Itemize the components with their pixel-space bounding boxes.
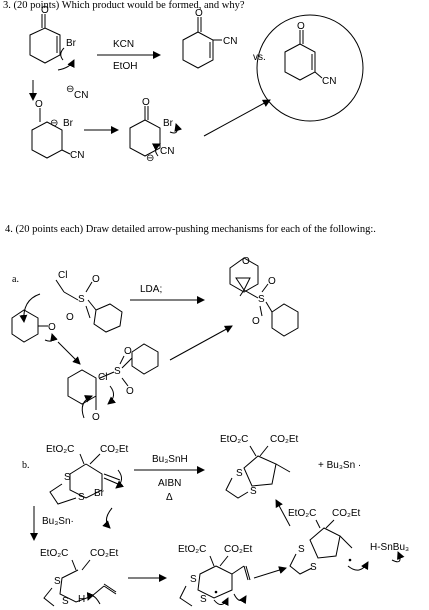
q4b-reagent-aibn: AIBN xyxy=(158,478,181,489)
q4a-sm-o2: O xyxy=(66,312,74,323)
q4b-sm-bromine: Br xyxy=(94,488,105,499)
q4b-arrow-up xyxy=(275,499,291,527)
q4a-int-o1: O xyxy=(124,346,132,357)
q4a-lda-arrow: LDA; xyxy=(130,284,205,304)
q4a-sm-chlorine: Cl xyxy=(58,270,67,281)
q4a-int-chlorine: Cl xyxy=(98,372,107,383)
q4b-sm-s1: S xyxy=(64,472,71,483)
q4a-label: a. xyxy=(12,274,19,285)
q3-sm-oxygen: O xyxy=(41,5,49,16)
q4a-alkoxide-intermediate: Cl S O O O xyxy=(67,343,159,423)
q4a-prod-o2: O xyxy=(252,316,260,327)
q4a-arrow-to-product xyxy=(169,325,233,361)
q3-int2-oxygen: O xyxy=(142,97,150,108)
q4b-starting-material: EtO₂C CO₂Et S S Br xyxy=(46,444,129,505)
q3-enolate-intermediate: O Br ⊖ CN xyxy=(129,97,183,164)
q4a-prod-o1: O xyxy=(268,276,276,287)
q4b-int-s2: S xyxy=(62,596,69,607)
q4b-rad-s2: S xyxy=(310,562,317,573)
q3-product-a: O CN xyxy=(182,8,237,69)
q4b-arrow-4 xyxy=(253,566,287,579)
q3-vs-label: vs. xyxy=(253,52,266,63)
q3-int1-nitrile: CN xyxy=(70,150,84,161)
q4b-int-ester-left: EtO₂C xyxy=(40,548,68,559)
q4b-reagent-bu3snh: Bu₃SnH xyxy=(152,454,188,465)
q4b-alk-s2: S xyxy=(200,594,207,605)
q4b-hydride: H-SnBu₃ xyxy=(370,542,409,553)
q4b-rad-ester-right: CO₂Et xyxy=(332,508,361,519)
question-4-heading: 4. (20 points each) Draw detailed arrow-… xyxy=(5,224,376,235)
q4b-prod-ester-left: EtO₂C xyxy=(220,434,248,445)
q4b-sm-ester-right: CO₂Et xyxy=(100,444,129,455)
q4b-step-reagent: Bu₃Sn· xyxy=(42,516,74,527)
q4b-radical-cyclized: EtO₂C CO₂Et S S H-SnBu₃ xyxy=(288,508,409,575)
q4a-epoxide-product: O S O O xyxy=(229,256,299,337)
q4b-int-ester-right: CO₂Et xyxy=(90,548,119,559)
q3-int1-bromine: Br xyxy=(63,118,74,129)
q4b-alkyl-radical: EtO₂C CO₂Et S S xyxy=(178,544,253,607)
q4b-bromide-intermediate: EtO₂C CO₂Et S S H xyxy=(40,548,119,607)
q4b-label: b. xyxy=(22,460,30,471)
q4a-int-alkoxide: O xyxy=(92,412,100,423)
q4a-reagent-lda: LDA; xyxy=(140,284,162,295)
q4b-alk-ester-right: CO₂Et xyxy=(224,544,253,555)
q4b-alk-s1: S xyxy=(190,574,197,585)
q4b-prod-s2: S xyxy=(250,486,257,497)
q3-cyanide: CN xyxy=(74,90,88,101)
q4b-sm-ester-left: EtO₂C xyxy=(46,444,74,455)
q4a-int-o2: O xyxy=(126,386,134,397)
q3-int2-bromine: Br xyxy=(163,118,174,129)
q3-anion-intermediate: O ⊖ Br CN xyxy=(31,99,84,161)
q3-product-b: vs. O CN xyxy=(253,14,364,122)
q4a-prod-sulfur: S xyxy=(258,294,265,305)
q4b-sm-s2: S xyxy=(78,492,85,503)
q4b-prod-s1: S xyxy=(236,468,243,479)
question-3-heading: 3. (20 points) Which product would be fo… xyxy=(3,0,245,11)
q3-pb-nitrile: CN xyxy=(322,76,336,87)
q4b-alk-ester-left: EtO₂C xyxy=(178,544,206,555)
q3-cyanide-charge: ⊖ xyxy=(66,84,74,95)
q4b-int-s1: S xyxy=(54,576,61,587)
q4b-rad-s1: S xyxy=(298,544,305,555)
q3-int2-charge: ⊖ xyxy=(146,153,154,164)
q3-reagent-kcn: KCN xyxy=(113,39,134,50)
q4b-prod-ester-right: CO₂Et xyxy=(270,434,299,445)
q4b-reaction-arrow: Bu₃SnH AIBN Δ xyxy=(134,454,205,503)
q3-pa-nitrile: CN xyxy=(223,36,237,47)
q3-reaction-arrow: KCN EtOH xyxy=(97,39,161,72)
q3-pa-oxygen: O xyxy=(195,8,203,19)
q3-pb-oxygen: O xyxy=(297,21,305,32)
q4a-sm-o1: O xyxy=(92,274,100,285)
q3-starting-material: O Br ⊖ CN xyxy=(29,5,88,101)
q4b-reagent-heat: Δ xyxy=(166,492,173,503)
q3-int2-nitrile: CN xyxy=(160,146,174,157)
q4a-sm-sulfur: S xyxy=(78,294,85,305)
q3-int1-charge: ⊖ xyxy=(50,118,58,129)
q4a-ketone-oxygen: O xyxy=(48,322,56,333)
q4b-int-h: H xyxy=(78,594,85,605)
q4b-rad-ester-left: EtO₂C xyxy=(288,508,316,519)
q4a-int-sulfur: S xyxy=(114,366,121,377)
q4b-byproduct: + Bu₃Sn · xyxy=(318,460,361,471)
q4b-product: EtO₂C CO₂Et S S + Bu₃Sn · xyxy=(220,434,361,499)
q3-arrow-to-circle xyxy=(203,99,271,137)
q3-sm-bromine: Br xyxy=(66,38,77,49)
q4b-initiation-arrow: Bu₃Sn· xyxy=(30,506,113,541)
q4a-starting-materials: Cl S O O O xyxy=(11,270,123,343)
q4a-prod-oxygen: O xyxy=(242,256,250,267)
q3-int1-oxygen: O xyxy=(35,99,43,110)
q3-reagent-etoh: EtOH xyxy=(113,61,137,72)
q4a-down-arrow xyxy=(57,341,81,365)
